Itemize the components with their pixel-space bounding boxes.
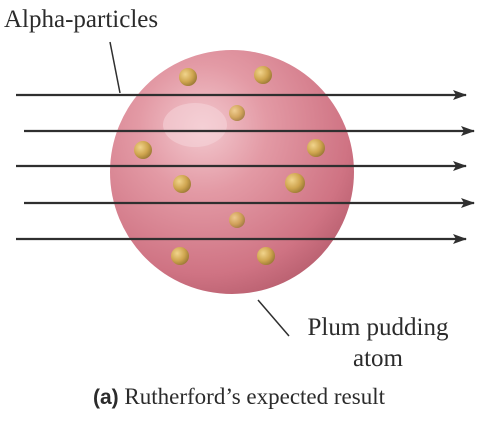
- plum-pudding-atom-label: Plum pudding atom: [283, 312, 473, 374]
- electron: [307, 139, 325, 157]
- electron: [257, 247, 275, 265]
- electron: [285, 173, 305, 193]
- atom-sphere: [110, 50, 354, 294]
- atom-highlight: [163, 103, 227, 147]
- electron: [179, 68, 197, 86]
- electron: [171, 247, 189, 265]
- plum-pudding-atom: [110, 50, 354, 294]
- electron: [173, 175, 191, 193]
- electron: [229, 212, 245, 228]
- atom-label-line1: Plum pudding: [283, 312, 473, 343]
- alpha-particles-label: Alpha-particles: [4, 6, 158, 34]
- caption-letter: (a): [93, 386, 119, 409]
- electron: [134, 141, 152, 159]
- electron: [254, 66, 272, 84]
- electron: [229, 105, 245, 121]
- atom-label-line2: atom: [283, 343, 473, 374]
- caption-text: Rutherford’s expected result: [124, 384, 385, 409]
- figure-caption: (a) Rutherford’s expected result: [0, 384, 478, 410]
- alpha-label-leader: [110, 42, 120, 93]
